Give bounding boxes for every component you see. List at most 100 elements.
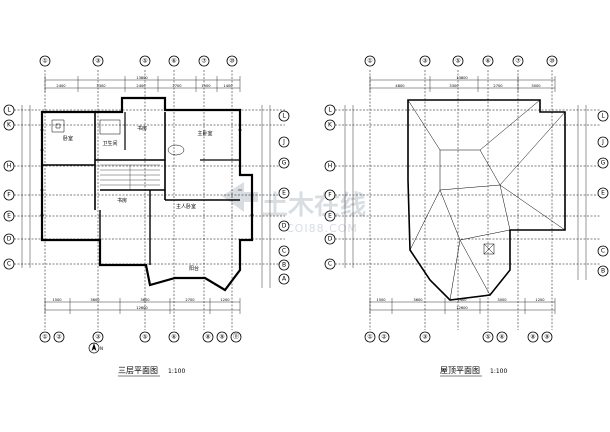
axis-label: K: [328, 122, 333, 129]
roof-right-axes: L J G E C B: [597, 110, 609, 277]
axis-bubble: ②: [378, 331, 390, 343]
third-floor-top-total: 13800: [136, 76, 148, 80]
roof-top-axes: ① ③ ⑤ ⑥ ⑦ ⑩: [364, 55, 558, 67]
axis-bubble: E: [278, 187, 290, 199]
axis-label: F: [7, 192, 11, 199]
axis-label: E: [601, 190, 605, 197]
drawing-scale: 1:100: [168, 368, 185, 375]
axis-label: ⑨: [544, 334, 549, 341]
axis-bubble: H: [324, 160, 336, 172]
drawing-title: 屋顶平面图: [440, 366, 480, 375]
axis-bubble: C: [3, 258, 15, 270]
axis-bubble: ②: [53, 331, 65, 343]
axis-label: E: [282, 190, 286, 197]
watermark: 土木在线 COI88.COM: [222, 182, 366, 235]
axis-label: ⑥: [171, 58, 176, 65]
axis-label: F: [328, 192, 332, 199]
axis-bubble: F: [324, 189, 336, 201]
axis-bubble: ⑥: [168, 331, 180, 343]
axis-bubble: ③: [92, 331, 104, 343]
sink-fixture: [99, 119, 121, 135]
third-floor-top-dim: 2700: [172, 84, 182, 88]
axis-label: ①: [367, 58, 372, 65]
bathtub-fixture: [167, 144, 185, 156]
axis-bubble: ⑤: [452, 55, 464, 67]
axis-bubble: ⑥: [482, 55, 494, 67]
axis-label: L: [601, 113, 605, 120]
roof-top-dim: 2700: [493, 84, 503, 88]
axis-label: ③: [422, 334, 427, 341]
third-floor-top-dim: 2400: [56, 84, 66, 88]
axis-bubble: ③: [92, 55, 104, 67]
roof-bottom-axes: ① ② ③ ⑤ ⑥ ⑧ ⑨: [364, 331, 553, 343]
third-floor-bottom-total: 12600: [136, 306, 148, 310]
axis-bubble: ⑤: [139, 331, 151, 343]
third-floor-walls: [40, 96, 254, 292]
axis-bubble: ⑦: [198, 55, 210, 67]
axis-label: ⑩: [229, 58, 234, 65]
third-floor-top-dim: 1500: [201, 84, 211, 88]
roof-bottom-dim: 3000: [497, 298, 507, 302]
third-floor-top-axes: ① ③ ⑤ ⑥ ⑦ ⑩: [39, 55, 238, 67]
axis-label: ③: [95, 58, 100, 65]
axis-bubble: E: [597, 187, 609, 199]
axis-bubble: ①: [39, 55, 51, 67]
axis-bubble: L: [3, 104, 15, 116]
axis-label: ⑦: [201, 58, 207, 65]
axis-label: ①: [367, 334, 372, 341]
axis-bubble: D: [278, 220, 290, 232]
drawing-scale: 1:100: [490, 368, 507, 375]
axis-label: ⑨: [219, 334, 224, 341]
axis-bubble: C: [597, 245, 609, 257]
axis-label: D: [328, 236, 333, 243]
room-label: 主卧室: [197, 130, 212, 137]
axis-label: G: [282, 160, 287, 167]
room-label: 卫生间: [102, 140, 117, 147]
axis-bubble: ⑦: [512, 55, 524, 67]
roof-grid: [335, 70, 600, 330]
roof-bottom-dim: 2400: [457, 298, 467, 302]
third-floor-plan: 13800 2400 3300 2400 2700 1500 1400 1500…: [3, 55, 290, 377]
axis-label: ②: [56, 334, 62, 341]
axis-bubble: ③: [419, 55, 431, 67]
axis-label: D: [282, 223, 287, 230]
third-floor-bottom-dim: 2700: [185, 298, 195, 302]
roof-left-axes: L K H F E D C: [324, 104, 336, 270]
axis-bubble: ⑧: [202, 331, 214, 343]
third-floor-bottom-dim: 3600: [90, 298, 100, 302]
axis-label: ⑩: [549, 58, 554, 65]
axis-bubble: L: [597, 110, 609, 122]
column-marker: [51, 119, 65, 133]
roof-top-dim: 3300: [449, 84, 459, 88]
axis-label: L: [282, 113, 286, 120]
axis-bubble: G: [278, 157, 290, 169]
axis-bubble: K: [3, 119, 15, 131]
axis-bubble: E: [3, 210, 15, 222]
watermark-logo-icon: [222, 182, 258, 212]
axis-label: ⑧: [530, 334, 535, 341]
third-floor-bottom-dimensions: 1500 3600 3600 2700 1200 12600: [44, 298, 241, 314]
axis-bubble: ⑥: [168, 55, 180, 67]
stair-hatch: [100, 164, 160, 190]
axis-bubble: ⑧: [527, 331, 539, 343]
third-floor-room-labels: 书房 卧室 卫生间 主卧室 书房 主人卧室 阳台: [63, 125, 213, 272]
roof-side-dimensions: [344, 105, 587, 280]
axis-label: B: [601, 268, 605, 275]
axis-label: D: [7, 236, 12, 243]
axis-bubble: G: [597, 157, 609, 169]
axis-bubble: ①: [39, 331, 51, 343]
roof-top-dim: 3000: [531, 84, 541, 88]
axis-bubble: C: [324, 258, 336, 270]
axis-label: ①: [42, 334, 47, 341]
third-floor-top-dim: 2400: [136, 84, 146, 88]
axis-label: ⑤: [142, 58, 147, 65]
axis-label: ③: [422, 58, 427, 65]
axis-label: C: [601, 248, 605, 255]
chimney-icon: [483, 243, 495, 255]
roof-top-total: 13800: [456, 76, 468, 80]
axis-bubble: A: [278, 273, 290, 285]
axis-label: E: [7, 213, 11, 220]
axis-label: J: [601, 139, 604, 146]
axis-bubble: L: [278, 110, 290, 122]
